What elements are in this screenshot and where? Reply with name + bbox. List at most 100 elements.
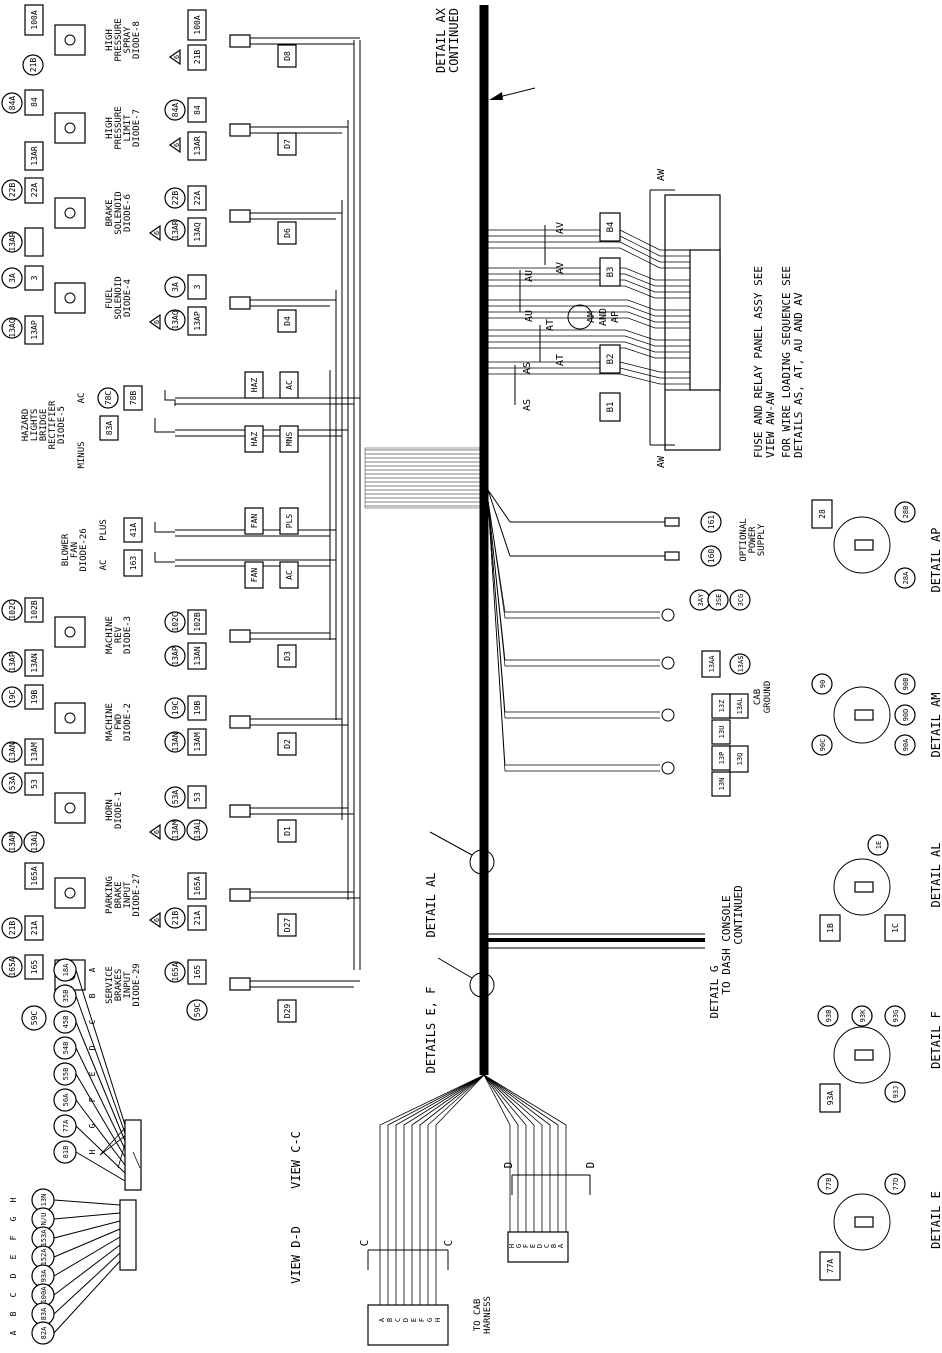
view-dd-pin: F [9,1235,18,1240]
detail-callouts: DETAIL AL DETAILS E, F DETAIL G TO DASH … [424,831,745,1073]
view-lead-wire [75,969,126,1126]
svg-text:13AN: 13AN [30,653,39,672]
svg-text:DETAIL G: DETAIL G [708,966,721,1019]
svg-text:HIGH: HIGH [105,117,115,139]
view-cc-wire: 77A [62,1119,70,1132]
svg-text:DIODE-2: DIODE-2 [123,703,133,741]
trunk-label-line1: DETAIL AX [434,7,448,73]
connector-c-pin: D [402,1318,410,1322]
svg-text:22A: 22A [30,183,39,198]
svg-text:AV: AV [555,262,566,274]
svg-text:PRESSURE: PRESSURE [114,106,124,149]
svg-text:93A: 93A [826,1091,835,1106]
view-dd-wire: N/U [40,1213,48,1226]
svg-text:13Q: 13Q [736,753,744,766]
svg-text:13N: 13N [718,778,726,791]
svg-text:AS: AS [522,362,533,374]
connector-d-pin: C [543,1244,551,1248]
svg-text:102C: 102C [171,612,180,631]
connector-d-pin: A [557,1243,565,1248]
svg-text:MACHINE: MACHINE [105,616,115,654]
view-dd-wire: 152A [40,1248,48,1266]
svg-text:SPRAY: SPRAY [123,26,133,54]
svg-text:AU: AU [524,310,535,322]
svg-text:102B: 102B [30,600,39,619]
svg-text:22B: 22B [8,183,17,198]
svg-text:FAN: FAN [250,514,259,529]
connector-d-pin: D [536,1244,544,1248]
svg-text:HIGH: HIGH [105,29,115,51]
svg-text:13AR: 13AR [171,220,180,239]
view-dd-wire: 13N [40,1194,48,1207]
svg-text:DIODE-29: DIODE-29 [132,963,142,1006]
svg-text:13AN: 13AN [171,732,180,751]
svg-text:TO CAB: TO CAB [473,1299,483,1332]
diode-tag: D4 [283,316,292,326]
view-dd-pin: C [9,1292,18,1297]
svg-text:163: 163 [129,556,138,571]
view-cc-wire: 81B [62,1146,70,1159]
view-lead-wire [53,1260,121,1334]
view-cc-wire-bubble [53,958,77,982]
svg-text:GROUND: GROUND [763,681,773,714]
diode-2-row: 19C 19B 13AN 13AM MACHINE FWD DIODE-2 19… [1,684,348,766]
svg-text:13P: 13P [718,752,726,765]
fuse-panel-note: FUSE AND RELAY PANEL ASSY SEE VIEW AW-AW… [752,266,805,458]
view-lead-wire [53,1236,121,1277]
svg-text:6: 6 [173,143,181,147]
svg-text:59C: 59C [193,1003,202,1018]
svg-text:90A: 90A [902,738,910,751]
svg-text:VIEW AW-AW: VIEW AW-AW [764,391,777,458]
svg-text:165: 165 [193,965,202,980]
svg-text:21B: 21B [171,911,180,926]
svg-text:PRESSURE: PRESSURE [114,18,124,61]
svg-text:165: 165 [30,960,39,975]
view-lead-wire [53,1212,121,1220]
svg-text:HAZ: HAZ [250,432,259,447]
svg-text:HORN: HORN [105,799,115,821]
svg-text:100A: 100A [30,10,39,29]
connector-d-pin: B [550,1244,558,1248]
svg-text:13AP: 13AP [193,311,202,330]
diode-tag: D7 [283,139,292,149]
svg-text:13AP: 13AP [8,652,17,671]
svg-text:93J: 93J [892,1086,900,1099]
diode-tag: D29 [283,1004,292,1019]
diode-27-row: 165A 21B 21A PARKING BRAKE INPUT DIODE-2… [1,862,360,941]
svg-text:AW: AW [656,168,667,181]
diode-8-row: 100A 21B HIGH PRESSURE SPRAY DIODE-8 100… [22,4,360,76]
svg-text:21A: 21A [30,921,39,936]
view-dd-pin: E [9,1254,18,1259]
svg-text:AU: AU [524,270,535,282]
svg-text:DETAILS AS, AT, AU AND AV: DETAILS AS, AT, AU AND AV [792,292,805,458]
svg-text:13AL: 13AL [736,698,744,715]
view-cc-wire-bubble [53,1010,77,1034]
svg-text:BRAKE: BRAKE [114,881,124,908]
svg-text:165A: 165A [171,962,180,981]
view-lead-wire [53,1228,121,1258]
svg-text:90B: 90B [902,678,910,691]
svg-text:53: 53 [30,779,39,789]
svg-text:FAN: FAN [70,542,80,558]
svg-text:C: C [442,1240,455,1247]
view-dd-wire: 82A [40,1326,48,1339]
svg-text:13U: 13U [718,726,726,739]
view-dd-wire-bubble [31,1321,55,1345]
view-cc-pin: F [88,1097,97,1102]
cab-ground-studs: 3AY 3SE 3CG 13AA 13AS 13Z 13U 13AL 13P 1… [487,499,773,797]
svg-text:DIODE-7: DIODE-7 [132,109,142,147]
svg-text:HAZ: HAZ [250,378,259,393]
svg-text:CAB: CAB [753,689,763,705]
diode-rows: 100A 21B HIGH PRESSURE SPRAY DIODE-8 100… [1,4,360,1031]
svg-text:13AM: 13AM [171,820,180,839]
svg-text:21B: 21B [29,58,38,73]
view-cc-wire: 55B [62,1068,70,1081]
svg-text:POWER: POWER [748,526,758,554]
svg-text:13AQ: 13AQ [171,310,180,329]
svg-text:102C: 102C [8,600,17,619]
svg-text:13AR: 13AR [193,136,202,155]
svg-text:13AR: 13AR [8,232,17,251]
svg-text:22B: 22B [171,191,180,206]
svg-text:HAZARD: HAZARD [21,409,31,442]
